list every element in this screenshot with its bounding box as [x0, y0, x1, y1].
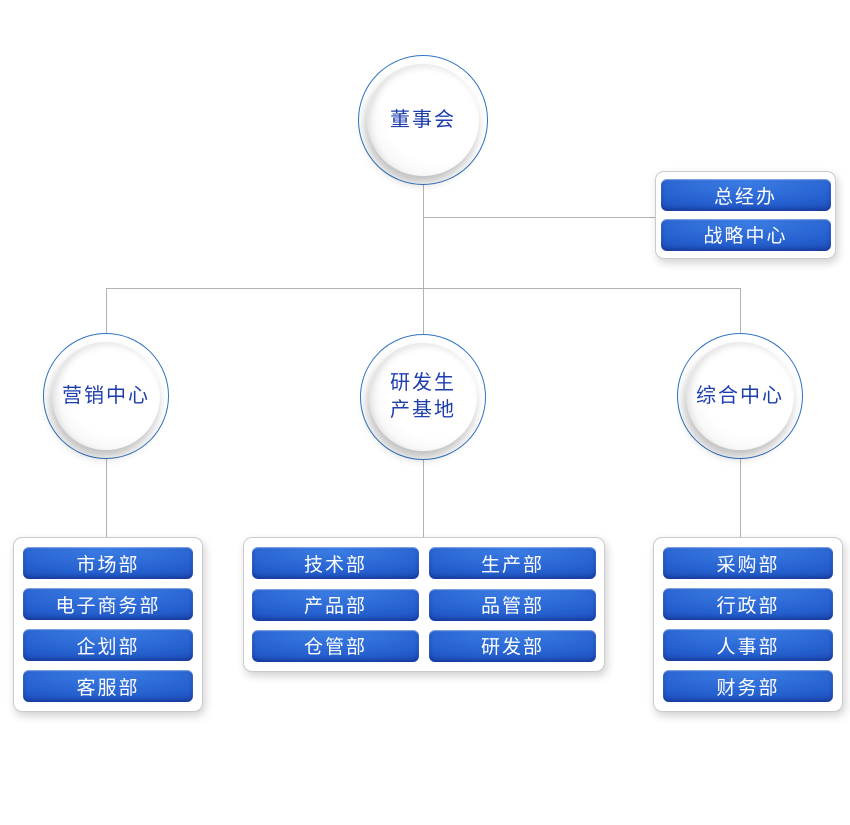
dept-item-rd: 研发部 — [429, 629, 596, 662]
dept-panel-rd-production: 技术部 生产部 产品部 品管部 仓管部 研发部 — [243, 537, 605, 672]
root-node-label: 董事会 — [390, 108, 456, 131]
dept-panel-marketing: 市场部 电子商务部 企划部 客服部 — [13, 537, 203, 712]
connector-branch1-top — [105, 288, 107, 333]
dept-item-procurement: 采购部 — [663, 547, 833, 579]
branch-node-label: 综合中心 — [696, 384, 784, 407]
branch-node-general: 综合中心 — [677, 333, 803, 459]
dept-item-production: 生产部 — [429, 547, 596, 580]
dept-row: 技术部 生产部 — [252, 547, 596, 580]
staff-panel: 总经办 战略中心 — [655, 171, 836, 259]
branch-node-rd-production: 研发生 产基地 — [360, 334, 486, 460]
connector-branch3-top — [739, 288, 741, 333]
branch-node-label-line2: 产基地 — [390, 399, 456, 421]
dept-item-ecommerce: 电子商务部 — [23, 588, 193, 620]
connector-staff-branch — [423, 216, 655, 218]
branch-node-marketing: 营销中心 — [43, 333, 169, 459]
staff-item-gm-office: 总经办 — [660, 179, 831, 212]
dept-item-technology: 技术部 — [252, 547, 419, 580]
branch-node-disc: 研发生 产基地 — [369, 343, 477, 451]
dept-item-finance: 财务部 — [663, 670, 833, 702]
dept-item-market: 市场部 — [23, 547, 193, 579]
staff-item-strategy-center: 战略中心 — [660, 218, 831, 251]
dept-row: 仓管部 研发部 — [252, 629, 596, 662]
branch-node-disc: 营销中心 — [52, 342, 160, 450]
dept-item-hr: 人事部 — [663, 629, 833, 661]
dept-item-warehouse: 仓管部 — [252, 629, 419, 662]
dept-item-planning: 企划部 — [23, 629, 193, 661]
connector-branch2-top — [422, 288, 424, 334]
root-node-board: 董事会 — [358, 55, 488, 185]
dept-item-admin: 行政部 — [663, 588, 833, 620]
branch-node-label: 营销中心 — [62, 384, 150, 407]
connector-branch1-bottom — [105, 459, 107, 538]
dept-panel-general: 采购部 行政部 人事部 财务部 — [653, 537, 843, 712]
connector-branch2-bottom — [422, 460, 424, 538]
dept-row: 产品部 品管部 — [252, 588, 596, 621]
connector-root-vertical — [422, 185, 424, 288]
root-node-disc: 董事会 — [367, 64, 479, 176]
branch-node-disc: 综合中心 — [686, 342, 794, 450]
dept-item-service: 客服部 — [23, 670, 193, 702]
branch-node-label-line1: 研发生 — [390, 372, 456, 394]
dept-item-product: 产品部 — [252, 588, 419, 621]
dept-item-quality: 品管部 — [429, 588, 596, 621]
connector-branch3-bottom — [739, 459, 741, 538]
